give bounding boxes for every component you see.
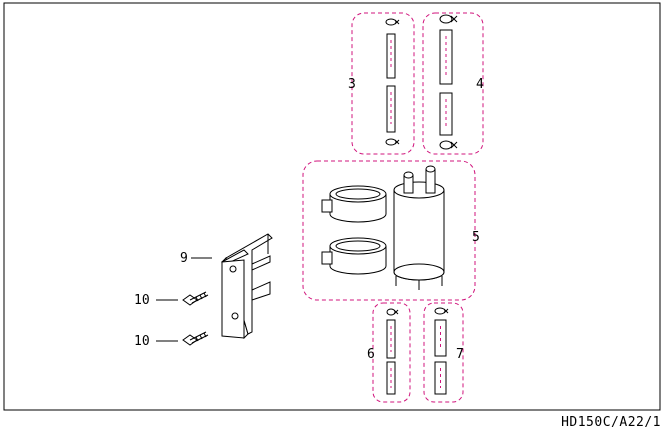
pump-body: [393, 165, 445, 290]
callout-3: 3: [348, 77, 356, 92]
part-9-bracket[interactable]: [220, 233, 273, 339]
callout-10-upper: 10: [134, 293, 150, 308]
tube-lower-part-6: [386, 361, 396, 395]
group-5-outline: [302, 160, 476, 301]
group-4-outline: [422, 12, 484, 155]
callout-4: 4: [476, 77, 484, 92]
clip-icon: [439, 14, 458, 24]
diagram-frame: [3, 2, 661, 411]
clip-icon: [434, 307, 449, 315]
part-group-5[interactable]: 5: [302, 160, 480, 301]
tube-upper-part-3: [386, 33, 396, 79]
callout-9: 9: [180, 251, 188, 266]
part-group-4[interactable]: 4: [422, 12, 484, 155]
clip-icon: [385, 18, 400, 26]
part-group-3[interactable]: 3: [348, 12, 415, 155]
part-group-6[interactable]: 6: [367, 302, 411, 403]
part-10-screw-upper[interactable]: [182, 291, 209, 306]
group-3-outline: [351, 12, 415, 155]
part-group-7[interactable]: 7: [423, 302, 464, 403]
clamp-lower: [321, 237, 387, 275]
clip-icon: [386, 308, 399, 316]
tube-lower-part-7: [434, 361, 447, 395]
clamp-upper: [321, 185, 387, 223]
group-6-outline: [372, 302, 411, 403]
part-10-screw-lower[interactable]: [182, 331, 209, 346]
clip-icon: [439, 140, 458, 150]
tube-lower-part-3: [386, 85, 396, 133]
callout-7: 7: [456, 347, 464, 362]
callout-5: 5: [472, 230, 480, 245]
diagram-code: HD150C/A22/1: [561, 415, 661, 430]
clip-icon: [385, 138, 400, 146]
callout-6: 6: [367, 347, 375, 362]
group-7-outline: [423, 302, 464, 403]
callout-10-lower: 10: [134, 334, 150, 349]
